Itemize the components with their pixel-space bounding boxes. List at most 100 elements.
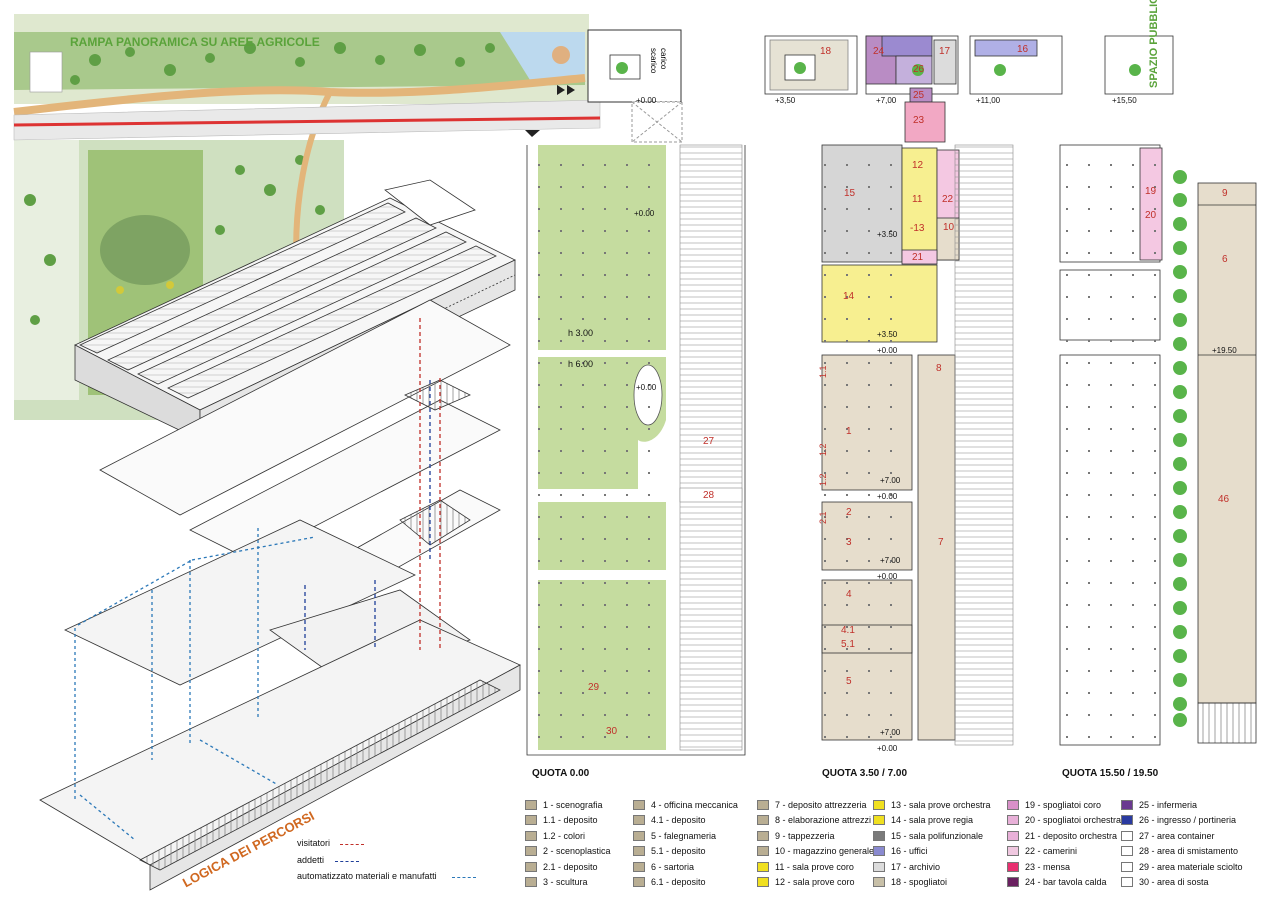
room-20: 20 [1145, 210, 1157, 221]
room-1-1: 1.1 [818, 365, 828, 378]
legend-item: 28 - area di smistamento [1121, 844, 1243, 860]
plan-quota-350-700 [821, 144, 1014, 746]
legend-swatch [873, 846, 885, 857]
legend-label: 6.1 - deposito [651, 877, 706, 888]
legend-item: 9 - tappezzeria [757, 828, 874, 844]
room-1-2a: 1.2 [818, 443, 828, 456]
level-m000d: +0.00 [877, 744, 898, 753]
level-top-a: +0.00 [636, 96, 657, 105]
legend-item: 4 - officina meccanica [633, 797, 738, 813]
legend-swatch [525, 815, 537, 826]
key-visitatori-label: visitatori [297, 838, 331, 848]
legend-label: 24 - bar tavola calda [1025, 877, 1107, 888]
legend-swatch [1007, 830, 1019, 841]
legend-swatch [873, 877, 885, 888]
level-top-b: +3,50 [775, 96, 796, 105]
room-29: 29 [588, 682, 600, 693]
room-12: 12 [912, 160, 924, 171]
legend-item: 21 - deposito orchestra [1007, 828, 1125, 844]
room-26: 26 [913, 64, 925, 75]
room-14: 14 [843, 291, 855, 302]
key-visitatori-line [340, 844, 364, 845]
legend-item: 26 - ingresso / portineria [1121, 813, 1243, 829]
room-2-1: 2.1 [818, 511, 828, 524]
legend-swatch [1007, 815, 1019, 826]
room-4-1: 4.1 [841, 625, 855, 636]
room-16: 16 [1017, 44, 1029, 55]
legend-label: 5.1 - deposito [651, 846, 706, 857]
legend-label: 30 - area di sosta [1139, 877, 1209, 888]
room-27: 27 [703, 436, 715, 447]
legend-label: 11 - sala prove coro [775, 861, 854, 872]
legend-label: 20 - spogliatoi orchestrali [1025, 815, 1126, 826]
legend-label: 1 - scenografia [543, 799, 603, 810]
key-automatizzato-line [452, 877, 476, 878]
legend-label: 7 - deposito attrezzeria [775, 799, 867, 810]
legend-swatch [757, 815, 769, 826]
legend-item: 11 - sala prove coro [757, 859, 874, 875]
level-h600: h 6.00 [568, 359, 594, 369]
legend-item: 3 - scultura [525, 875, 611, 891]
level-top-c: +7,00 [876, 96, 897, 105]
level-top-e: +15,50 [1112, 96, 1137, 105]
legend-label: 28 - area di smistamento [1139, 846, 1239, 857]
legend-label: 16 - uffici [891, 846, 928, 857]
room-13: -13 [910, 223, 925, 234]
legend-swatch [757, 846, 769, 857]
level-h300: h 3.00 [568, 328, 594, 338]
legend-item: 6.1 - deposito [633, 875, 738, 891]
level-p0-b: +0.00 [636, 383, 657, 392]
legend-swatch [1121, 799, 1133, 810]
legend-swatch [1007, 846, 1019, 857]
legend-label: 23 - mensa [1025, 861, 1071, 872]
scarico-label: scarico [649, 48, 658, 74]
room-11: 11 [912, 194, 923, 205]
level-m000a: +0.00 [877, 346, 898, 355]
legend-swatch [757, 861, 769, 872]
key-addetti-label: addetti [297, 855, 325, 865]
legend-swatch [1007, 877, 1019, 888]
legend-item: 5.1 - deposito [633, 844, 738, 860]
legend-label: 17 - archivio [891, 861, 941, 872]
legend-label: 13 - sala prove orchestra [891, 799, 991, 810]
legend-swatch [525, 861, 537, 872]
level-top-d: +11,00 [976, 96, 1001, 105]
legend-label: 25 - infermeria [1139, 799, 1198, 810]
legend-item: 16 - uffici [873, 844, 991, 860]
public-space-label: SPAZIO PUBBLICO [1148, 0, 1160, 88]
key-addetti-line [335, 861, 359, 862]
legend-item: 19 - spogliatoi coro [1007, 797, 1125, 813]
room-30: 30 [606, 726, 618, 737]
legend: 1 - scenografia 1.1 - deposito 1.2 - color… [525, 797, 1265, 893]
legend-label: 1.1 - deposito [543, 815, 598, 826]
legend-swatch [633, 861, 645, 872]
room-7: 7 [938, 537, 944, 548]
room-9: 9 [1222, 188, 1228, 199]
legend-item: 5 - falegnameria [633, 828, 738, 844]
room-15: 15 [844, 188, 856, 199]
plan-quota-1550-1950 [1059, 144, 1257, 746]
legend-swatch [525, 846, 537, 857]
plan-quota-0 [526, 29, 746, 756]
legend-swatch [757, 877, 769, 888]
legend-column: 1 - scenografia 1.1 - deposito 1.2 - color… [525, 797, 611, 890]
legend-swatch [1007, 799, 1019, 810]
legend-item: 1.1 - deposito [525, 813, 611, 829]
legend-label: 4 - officina meccanica [651, 799, 738, 810]
room-3: 3 [846, 537, 852, 548]
legend-label: 29 - area materiale sciolto [1139, 861, 1243, 872]
legend-label: 10 - magazzino generale [775, 846, 875, 857]
room-18: 18 [820, 46, 832, 57]
legend-item: 1.2 - colori [525, 828, 611, 844]
key-automatizzato-label: automatizzato materiali e manufatti [297, 871, 437, 881]
room-24: 24 [873, 46, 885, 57]
room-5-1: 5.1 [841, 639, 855, 650]
legend-label: 15 - sala polifunzionale [891, 830, 984, 841]
room-23: 23 [913, 115, 925, 126]
legend-swatch [873, 861, 885, 872]
legend-label: 19 - spogliatoi coro [1025, 799, 1102, 810]
room-5: 5 [846, 676, 852, 687]
